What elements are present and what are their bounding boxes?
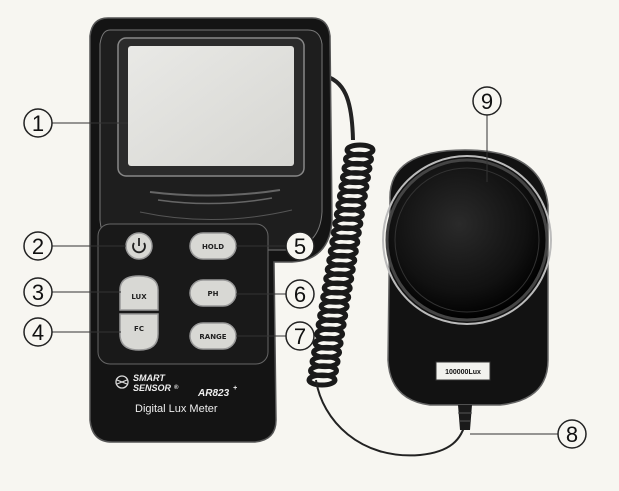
svg-text:4: 4: [32, 320, 44, 345]
callout-8: 8: [557, 419, 587, 449]
sensor-dome: [385, 158, 549, 322]
power-icon: [132, 238, 146, 254]
svg-text:3: 3: [32, 280, 44, 305]
meter-body: SMART SENSOR ® AR823 + Digital Lux Meter: [89, 17, 333, 443]
brand-line2: SENSOR: [133, 383, 172, 393]
callout-5: 5: [285, 231, 315, 261]
callout-3: 3: [23, 277, 53, 307]
ph-button-label: PH: [208, 290, 219, 298]
lcd-screen: [128, 46, 294, 166]
power-button[interactable]: [125, 232, 153, 260]
fc-button-label: FC: [134, 325, 144, 333]
brand-line1: SMART: [133, 373, 166, 383]
sensor-dome-ring: [382, 155, 552, 325]
svg-text:1: 1: [32, 111, 44, 136]
brand-mark: ®: [174, 384, 179, 391]
svg-text:2: 2: [32, 234, 44, 259]
cable-coil: [306, 372, 338, 388]
sensor-rating: 100000Lux: [445, 369, 481, 376]
callout-4: 4: [23, 317, 53, 347]
ph-button[interactable]: PH: [189, 279, 237, 307]
lux-button[interactable]: LUX: [119, 275, 159, 311]
model-mark: +: [233, 385, 237, 392]
hold-button[interactable]: HOLD: [189, 232, 237, 260]
svg-text:7: 7: [294, 324, 306, 349]
callout-9: 9: [472, 86, 502, 116]
range-button-label: RANGE: [199, 333, 226, 341]
callout-7: 7: [285, 321, 315, 351]
lux-button-label: LUX: [131, 293, 147, 301]
svg-text:6: 6: [294, 282, 306, 307]
coiled-cable: [306, 62, 467, 457]
callout-6: 6: [285, 279, 315, 309]
svg-text:5: 5: [294, 234, 306, 259]
meter-description: Digital Lux Meter: [135, 403, 218, 415]
model-number: AR823: [197, 388, 230, 399]
svg-text:9: 9: [481, 89, 493, 114]
callout-1: 1: [23, 108, 53, 138]
callout-leaders: [52, 115, 558, 435]
range-button[interactable]: RANGE: [189, 322, 237, 350]
brand-logo: [115, 375, 129, 389]
light-sensor: 100000Lux: [382, 149, 552, 430]
rating-plate: [435, 361, 491, 381]
callout-2: 2: [23, 231, 53, 261]
fc-button[interactable]: FC: [119, 313, 159, 351]
hold-button-label: HOLD: [202, 243, 224, 251]
svg-text:8: 8: [566, 422, 578, 447]
